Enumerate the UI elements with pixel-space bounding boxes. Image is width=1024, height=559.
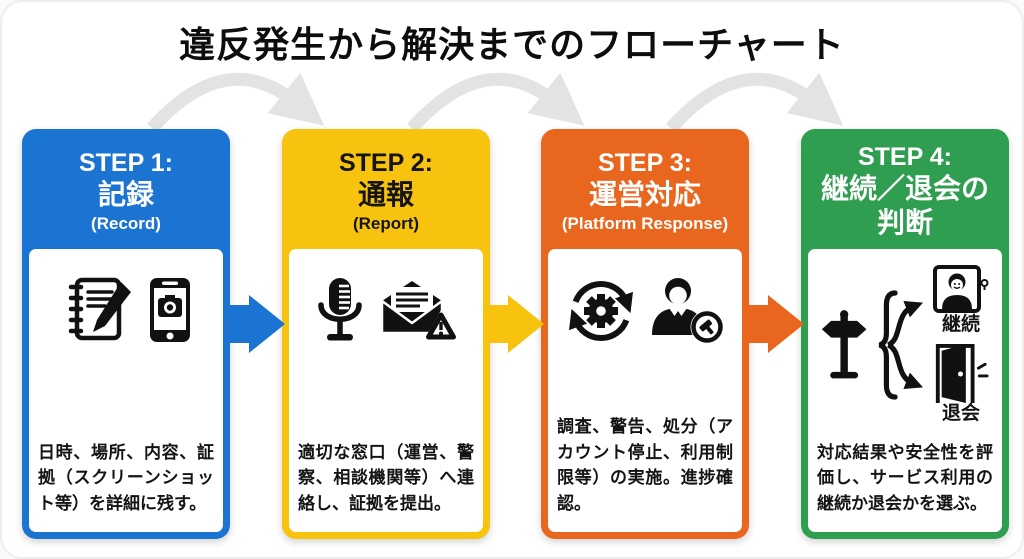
step-1-icons [62, 277, 191, 343]
step-1-body: 日時、場所、内容、証拠（スクリーンショット等）を詳細に残す。 [29, 249, 223, 532]
step-3-card: STEP 3: 運営対応 (Platform Response) [541, 129, 749, 539]
brace-branch-icon [878, 290, 924, 400]
branch-option-leave: 退会 [932, 342, 990, 425]
step-3-header: STEP 3: 運営対応 (Platform Response) [548, 129, 742, 249]
step-3-title-prefix: STEP 3: [597, 149, 693, 177]
page-title: 違反発生から解決までのフローチャート [179, 24, 845, 65]
step-1-description: 日時、場所、内容、証拠（スクリーンショット等）を詳細に残す。 [38, 442, 214, 513]
step-2-title-jp: 通報 [357, 179, 414, 210]
signpost-icon [821, 310, 867, 379]
step-1-title-en: (Record) [91, 213, 161, 233]
step-4-title-prefix: STEP 4: [857, 143, 953, 172]
step-4-header: STEP 4: 継続／退会の 判断 [808, 129, 1002, 249]
step-1-card: STEP 1: 記録 (Record) [22, 129, 230, 539]
step-3-description: 調査、警告、処分（アカウント停止、利用制限等）の実施。進捗確認。 [557, 417, 733, 513]
arrow-step3-to-step4 [746, 295, 804, 353]
step-2-card: STEP 2: 通報 (Report) [282, 129, 490, 539]
microphone-icon [317, 278, 362, 341]
continue-label: 継続 [941, 314, 980, 335]
profile-continue-icon [933, 265, 989, 313]
arc-step2-to-step3 [407, 72, 585, 133]
step-2-header: STEP 2: 通報 (Report) [289, 129, 483, 249]
arc-step3-to-step4 [666, 72, 844, 133]
step-3-icons [567, 277, 724, 345]
process-gear-icon [568, 280, 633, 342]
moderator-gavel-icon [651, 278, 723, 344]
step-4-description: 対応結果や安全性を評価し、サービス利用の継続か退会かを選ぶ。 [817, 442, 993, 513]
arrow-step2-to-step3 [486, 295, 544, 353]
arrow-step1-to-step2 [227, 295, 285, 353]
step-2-title-en: (Report) [352, 213, 420, 233]
step-4-title-jp2: 判断 [876, 207, 933, 238]
step-4-card: STEP 4: 継続／退会の 判断 [801, 129, 1009, 539]
branch-option-continue: 継続 [932, 265, 990, 336]
step-3-body: 調査、警告、処分（アカウント停止、利用制限等）の実施。進捗確認。 [548, 249, 742, 532]
branch-options: 継続 退会 [932, 265, 990, 425]
notebook-pencil-icon [68, 277, 131, 341]
open-door-icon [935, 343, 989, 403]
step-1-header: STEP 1: 記録 (Record) [29, 129, 223, 249]
decision-branch: 継続 退会 [820, 265, 990, 425]
step-2-description: 適切な窓口（運営、警察、相談機関等）へ連絡し、証拠を提出。 [298, 442, 474, 513]
step-2-body: 適切な窓口（運営、警察、相談機関等）へ連絡し、証拠を提出。 [289, 249, 483, 532]
step-3-title-jp: 運営対応 [588, 179, 701, 210]
envelope-alert-icon [380, 281, 458, 340]
leave-label: 退会 [941, 402, 980, 424]
step-4-title-jp: 継続／退会の [820, 173, 989, 205]
step-4-body: 継続 退会 [808, 249, 1002, 532]
step-1-title-jp: 記録 [97, 179, 154, 210]
arc-step1-to-step2 [147, 72, 325, 133]
step-2-icons [314, 277, 459, 343]
step-3-title-en: (Platform Response) [561, 213, 729, 233]
step-1-title-prefix: STEP 1: [78, 149, 174, 177]
smartphone-camera-icon [149, 278, 190, 342]
step-2-title-prefix: STEP 2: [338, 149, 434, 177]
